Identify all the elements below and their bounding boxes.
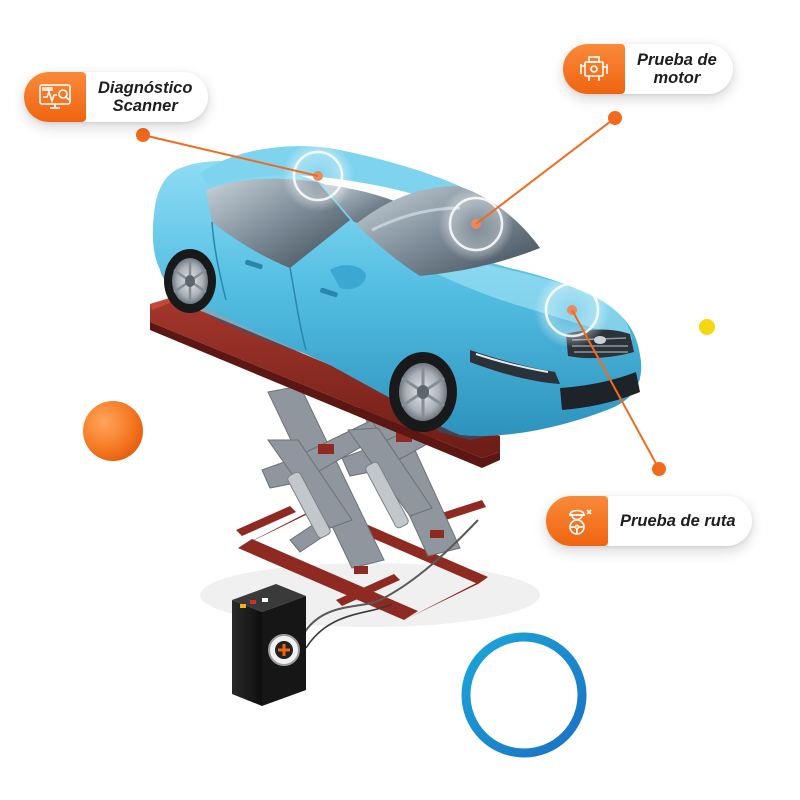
blue-ring-decoration bbox=[461, 632, 587, 758]
lift-control-box bbox=[232, 584, 306, 706]
callout-prueba-motor[interactable]: Prueba de motor bbox=[563, 44, 733, 94]
callout-label: Prueba de ruta bbox=[620, 512, 736, 530]
yellow-dot-decoration bbox=[699, 319, 715, 335]
callout-prueba-ruta[interactable]: Prueba de ruta bbox=[546, 496, 752, 546]
engine-icon bbox=[563, 44, 625, 94]
driver-steering-wheel-icon bbox=[546, 496, 608, 546]
orange-ball-decoration bbox=[83, 401, 143, 461]
callout-connectors bbox=[136, 111, 666, 476]
blue-car bbox=[152, 146, 642, 440]
diagnostic-monitor-icon bbox=[24, 72, 86, 122]
scissor-lift bbox=[150, 298, 500, 649]
callout-label: Prueba de motor bbox=[637, 51, 717, 87]
callout-diagnostico-scanner[interactable]: Diagnóstico Scanner bbox=[24, 72, 209, 122]
callout-label: Diagnóstico Scanner bbox=[98, 79, 193, 115]
